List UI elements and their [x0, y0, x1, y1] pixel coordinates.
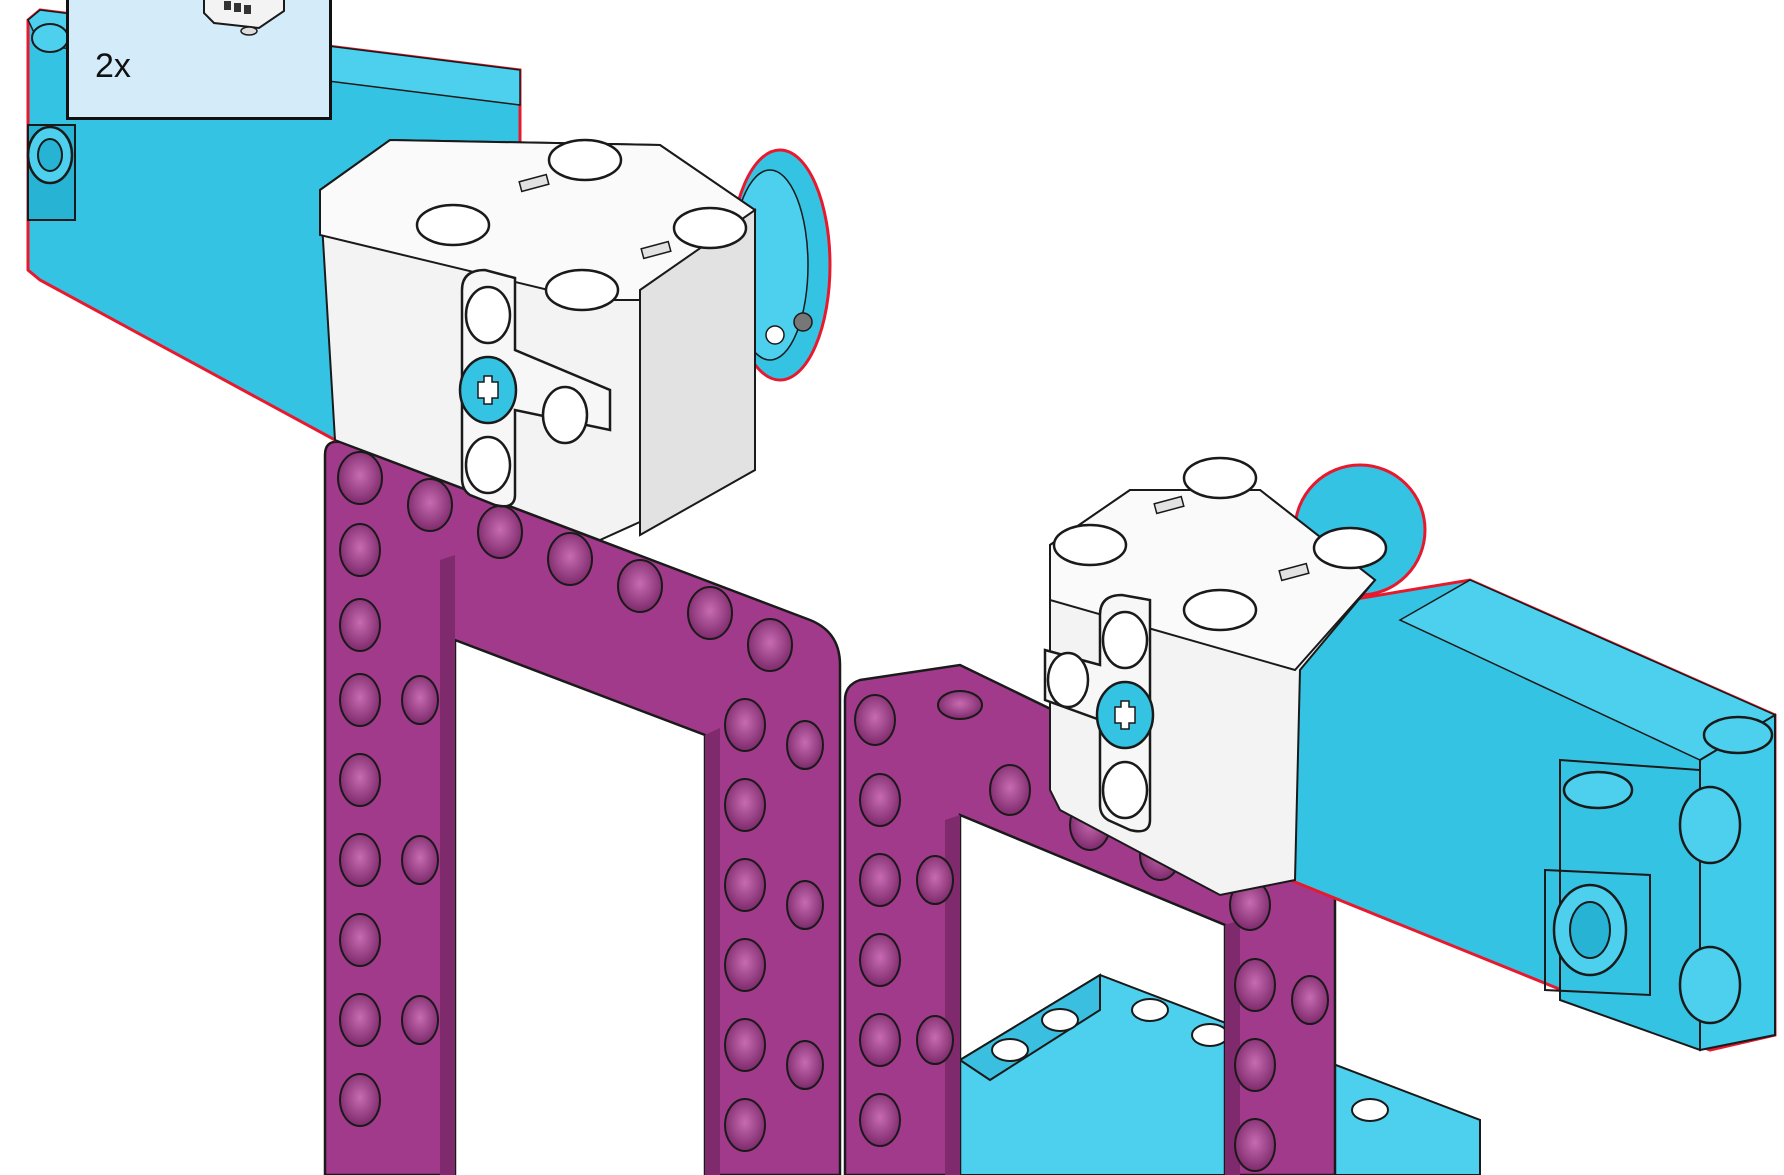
part-quantity-label: 2x [95, 47, 131, 85]
parts-callout-box: 2x [66, 0, 332, 120]
blue-beam-frame [958, 973, 1481, 1175]
right-medium-motor [1043, 456, 1777, 1052]
motor-part-thumbnail [203, 0, 285, 36]
left-magenta-frame [323, 440, 842, 1175]
